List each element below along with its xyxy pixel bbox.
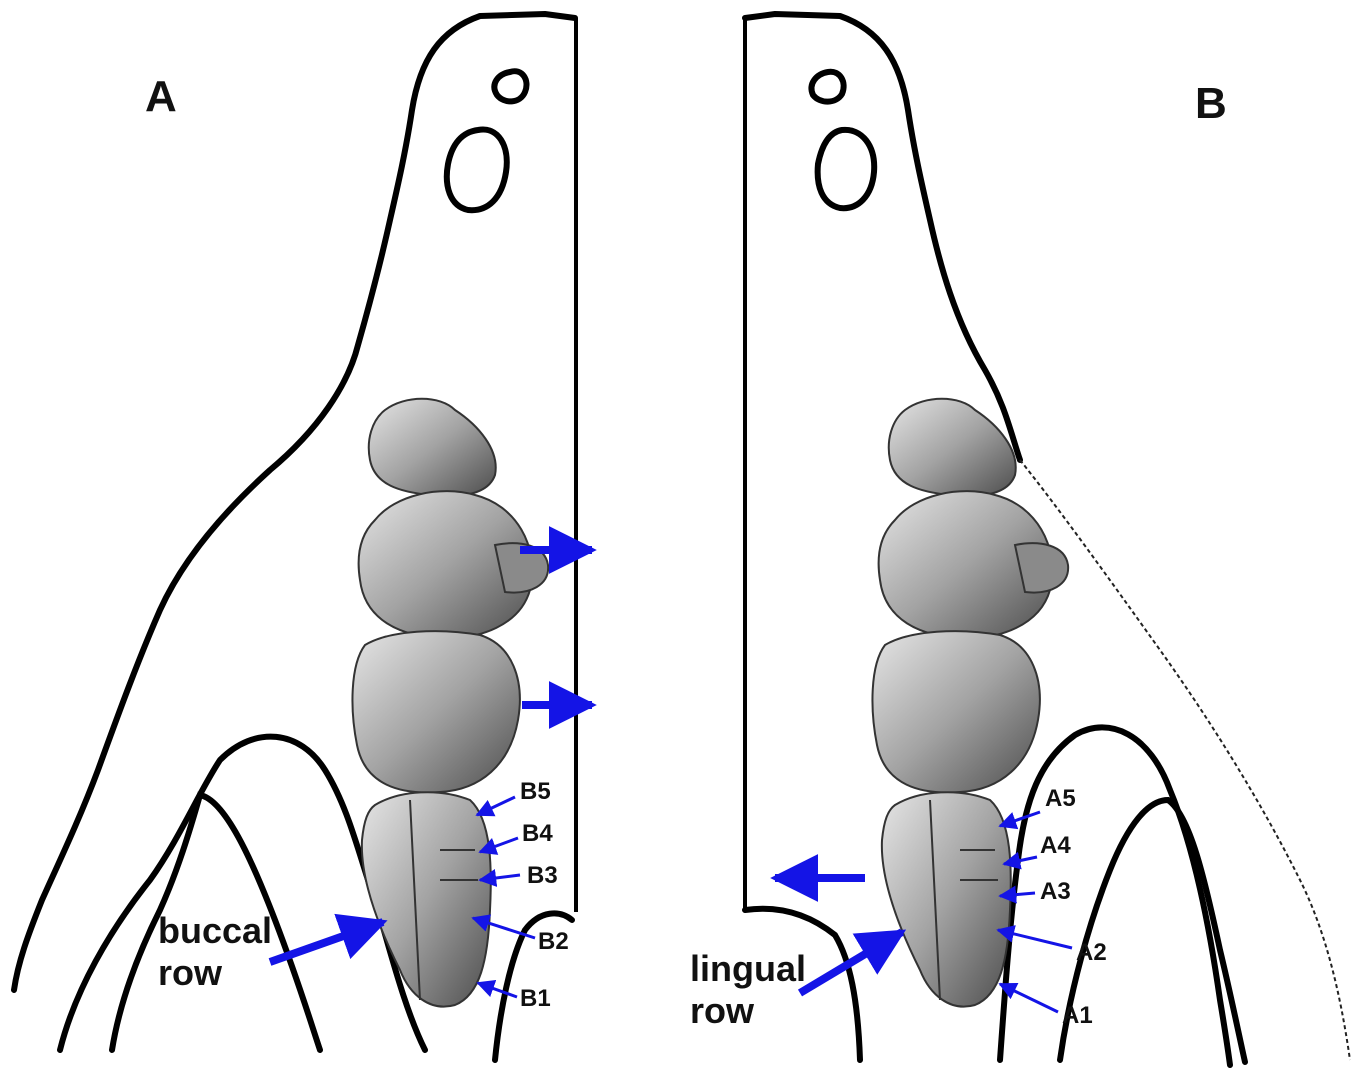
panel-b-foramen-small xyxy=(808,68,847,105)
panel-b-jaw-outline xyxy=(742,11,1023,463)
panel-b-tooth-groove xyxy=(929,799,998,1001)
panel-a-cusp-arrow-b2 xyxy=(471,914,536,940)
cusp-label-b2: B2 xyxy=(538,928,569,955)
cusp-label-a2: A2 xyxy=(1076,939,1107,966)
panel-b-cusp-arrow-a2 xyxy=(996,925,1073,950)
panel-b-lower-left-arc xyxy=(742,905,863,1063)
cusp-label-b3: B3 xyxy=(527,862,558,889)
panel-b-row-arrow xyxy=(797,928,907,997)
panel-a-tooth-m2 xyxy=(357,490,534,640)
panel-b-outer-arc xyxy=(997,724,1233,1068)
buccal-row-label-line2: row xyxy=(158,952,223,994)
panel-b-cusp-arrow-a5 xyxy=(998,810,1041,830)
lingual-row-label: lingual row xyxy=(690,948,806,1033)
panel-a-cusp-arrow-b3 xyxy=(478,869,521,887)
panel-a-lower-right-arc xyxy=(492,910,575,1063)
cusp-label-a1: A1 xyxy=(1062,1002,1093,1029)
panel-b-cusp-arrow-a1 xyxy=(998,982,1059,1014)
panel-b-cusp-arrow-a4 xyxy=(1002,851,1038,870)
panel-b-tooth-m2 xyxy=(877,490,1054,640)
panel-a-tooth-m4 xyxy=(360,791,492,1008)
panel-a-tooth-groove xyxy=(409,799,478,1001)
panel-a-tooth-row xyxy=(351,397,550,1008)
panel-a-tooth-m3 xyxy=(351,630,521,794)
cusp-label-b5: B5 xyxy=(520,778,551,805)
panel-a-cusp-arrow-b1 xyxy=(476,980,518,999)
panel-b-tooth-m1 xyxy=(887,397,1017,497)
cusp-label-b4: B4 xyxy=(522,820,553,847)
panel-b-inner-arc xyxy=(1057,796,1248,1065)
panel-b-cusp-arrow-a3 xyxy=(998,885,1036,904)
panel-a-jaw-outline xyxy=(11,11,578,993)
panel-a-tooth-m1 xyxy=(367,397,497,497)
lingual-row-label-line2: row xyxy=(690,990,755,1032)
lingual-row-label-line1: lingual xyxy=(690,948,806,989)
panel-b-letter: B xyxy=(1195,79,1227,128)
cusp-label-a5: A5 xyxy=(1045,785,1076,812)
panel-b-drawing xyxy=(742,11,1351,1068)
panel-b-tooth-m4 xyxy=(880,791,1012,1008)
panel-a-cusp-arrow-b5 xyxy=(475,795,516,817)
panel-b-tooth-root xyxy=(1013,542,1070,594)
panel-a-tooth-root xyxy=(493,542,550,594)
cusp-label-a4: A4 xyxy=(1040,832,1071,859)
panel-a-drawing xyxy=(11,11,597,1063)
buccal-row-label-line1: buccal xyxy=(158,910,273,951)
panel-a-row-arrow xyxy=(268,913,388,966)
panel-a-foramen-small xyxy=(491,68,530,105)
panel-b-tooth-m3 xyxy=(871,630,1041,794)
panel-a-cusp-arrow-b4 xyxy=(478,836,519,855)
panel-a-foramen-large xyxy=(443,126,510,214)
panel-b-dashed-contour xyxy=(1019,459,1351,1061)
panel-b-arrows xyxy=(770,810,1073,1014)
panel-a-inner-arc xyxy=(109,791,323,1053)
buccal-row-label: buccal row xyxy=(158,910,272,995)
panel-b-foramen-large xyxy=(814,126,878,212)
cusp-label-a3: A3 xyxy=(1040,878,1071,905)
panel-a-arrows xyxy=(268,526,597,999)
panel-b-tooth-row xyxy=(871,397,1070,1008)
cusp-label-b1: B1 xyxy=(520,985,551,1012)
panel-a-letter: A xyxy=(145,72,177,121)
